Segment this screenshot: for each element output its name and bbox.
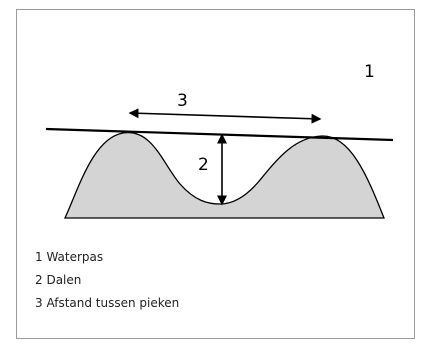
surface-profile-shape [63, 132, 385, 219]
legend-item-valleys: 2 Dalen [35, 273, 82, 287]
callout-valley-number: 2 [198, 155, 209, 175]
level-line [45, 127, 394, 142]
callout-level-number: 1 [364, 62, 375, 82]
legend-item-peak-distance: 3 Afstand tussen pieken [35, 296, 180, 310]
legend: 1 Waterpas 2 Dalen 3 Afstand tussen piek… [35, 248, 179, 317]
legend-item-level: 1 Waterpas [35, 250, 104, 264]
callout-peak-distance-number: 3 [177, 91, 188, 111]
peak-distance-arrow [128, 108, 322, 124]
